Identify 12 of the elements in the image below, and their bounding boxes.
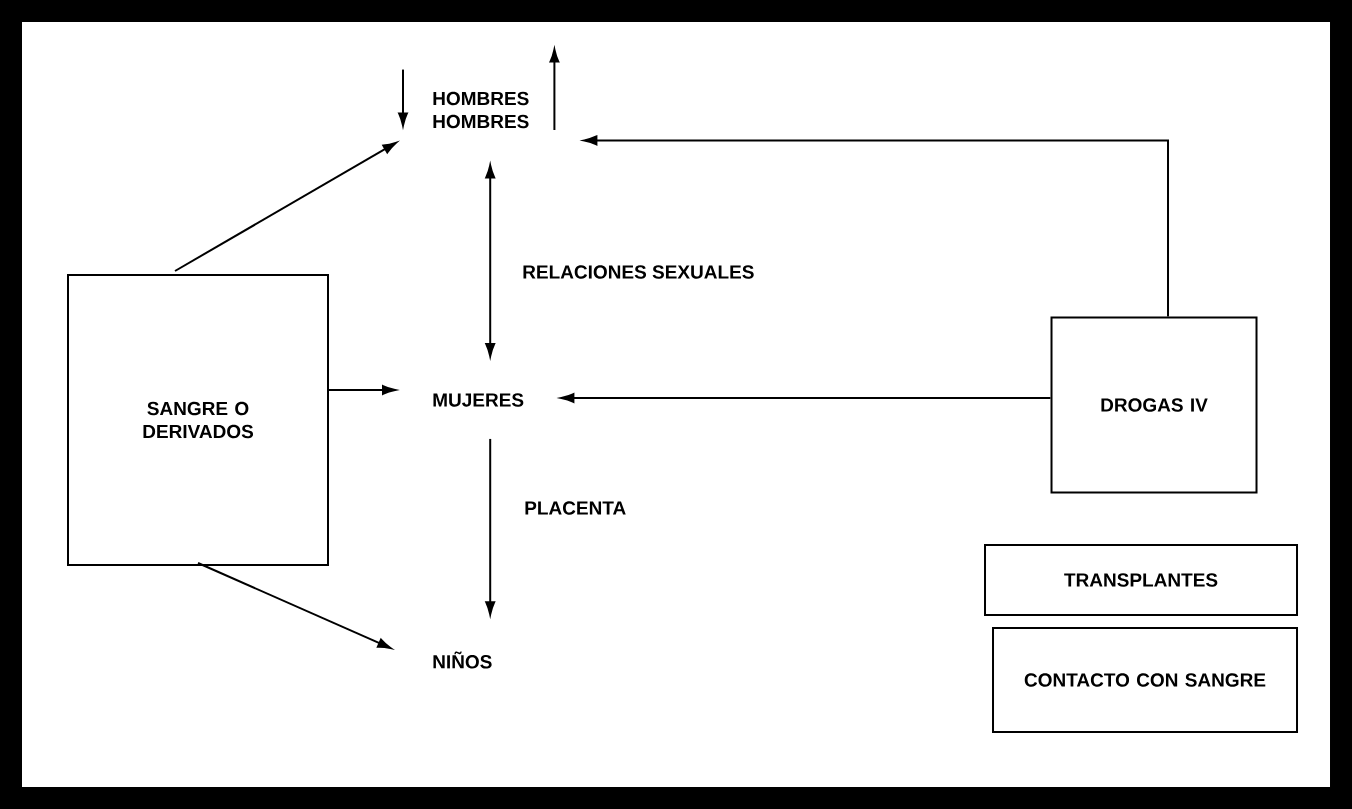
node-label: MUJERES — [433, 393, 524, 407]
process-box: TRANSPLANTES — [984, 544, 1298, 616]
arrow — [174, 141, 397, 272]
process-box: CONTACTO CON SANGRE — [992, 627, 1298, 733]
arrow — [485, 437, 496, 616]
node-label: NIÑOS — [433, 651, 492, 669]
node-label: HOMBRES HOMBRES — [433, 91, 529, 129]
edge-label: PLACENTA — [522, 499, 629, 517]
process-box: SANGRE O DERIVADOS — [67, 274, 329, 566]
arrow — [197, 562, 392, 649]
process-box: DROGAS IV — [1050, 316, 1258, 494]
free-arrow — [398, 68, 408, 127]
